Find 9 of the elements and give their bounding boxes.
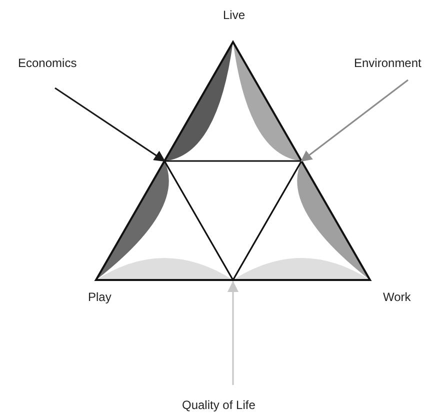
- arrow: [227, 280, 239, 385]
- corner-label: Play: [88, 290, 112, 304]
- corner-label: Live: [223, 8, 246, 22]
- arrow: [300, 79, 408, 162]
- arrow-label: Quality of Life: [182, 398, 256, 412]
- corner-label: Work: [383, 290, 411, 304]
- arrow-label: Environment: [354, 56, 422, 70]
- arrow: [54, 87, 166, 162]
- arrow-label: Economics: [18, 56, 77, 70]
